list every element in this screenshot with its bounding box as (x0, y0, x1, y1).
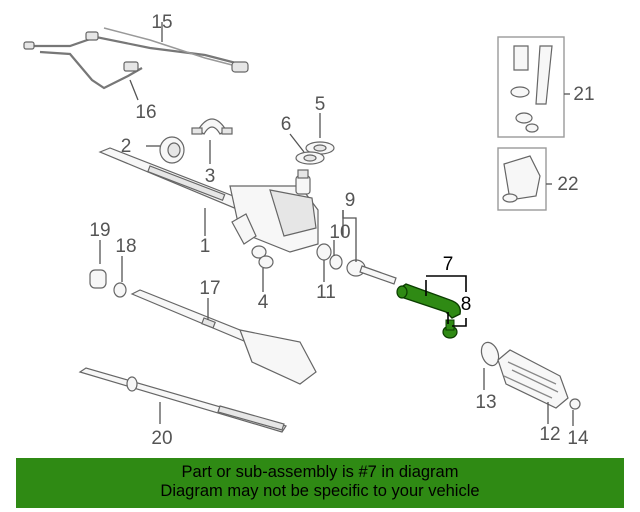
callout-20: 20 (151, 428, 172, 449)
part-7-tie-rod-end[interactable] (396, 283, 461, 319)
part-17-rack-housing[interactable] (130, 289, 317, 385)
part-22-valve-body-box[interactable] (497, 147, 547, 211)
info-banner: Part or sub-assembly is #7 in diagram Di… (16, 458, 624, 508)
part-5-seal[interactable] (305, 141, 335, 155)
callout-16: 16 (135, 102, 156, 123)
part-2-bushing[interactable] (159, 136, 185, 164)
callout-2: 2 (121, 136, 132, 157)
part-11-nut[interactable] (316, 243, 332, 261)
callout-12: 12 (539, 424, 560, 445)
parts-diagram: 15 16 2 3 5 6 1 4 9 10 11 19 18 17 20 7 … (23, 12, 595, 449)
callout-4: 4 (258, 292, 269, 313)
part-12-boot[interactable] (497, 349, 569, 409)
part-20-rack-bar[interactable] (78, 367, 287, 433)
leader-lines (99, 22, 574, 426)
callout-18: 18 (115, 236, 136, 257)
part-3-bracket[interactable] (191, 118, 233, 135)
callout-10: 10 (329, 222, 350, 243)
banner-line-2: Diagram may not be specific to your vehi… (160, 482, 480, 500)
part-10-washer[interactable] (329, 254, 343, 270)
part-1-steering-rack[interactable] (98, 147, 319, 253)
callout-1: 1 (200, 236, 211, 257)
banner-line-1: Part or sub-assembly is #7 in diagram (181, 463, 459, 481)
part-9-inner-tie-rod[interactable] (346, 259, 397, 285)
callout-15: 15 (151, 12, 172, 33)
callout-13: 13 (475, 392, 496, 413)
callout-22: 22 (557, 174, 578, 195)
callout-6: 6 (281, 114, 292, 135)
callout-8: 8 (461, 294, 472, 315)
callout-labels: 15 16 2 3 5 6 1 4 9 10 11 19 18 17 20 7 … (89, 12, 594, 449)
part-6-seal[interactable] (295, 151, 325, 165)
part-13-clamp[interactable] (478, 340, 501, 368)
callout-17: 17 (199, 278, 220, 299)
callout-14: 14 (567, 428, 589, 449)
callout-11: 11 (316, 282, 336, 303)
callout-19: 19 (89, 220, 110, 241)
callout-9: 9 (345, 190, 356, 211)
leader-lines-highlighted (425, 275, 467, 327)
part-18-bushing[interactable] (113, 282, 127, 298)
part-19-bushing[interactable] (89, 269, 107, 289)
part-4-washer[interactable] (251, 245, 274, 269)
part-15-hydraulic-lines[interactable] (23, 27, 249, 90)
callout-5: 5 (315, 94, 326, 115)
callout-21: 21 (573, 84, 594, 105)
part-14-clip[interactable] (569, 398, 581, 410)
callout-7: 7 (443, 254, 454, 275)
part-8-castle-nut[interactable] (442, 319, 458, 339)
callout-3: 3 (205, 166, 216, 187)
part-21-valve-kit-box[interactable] (497, 36, 565, 138)
